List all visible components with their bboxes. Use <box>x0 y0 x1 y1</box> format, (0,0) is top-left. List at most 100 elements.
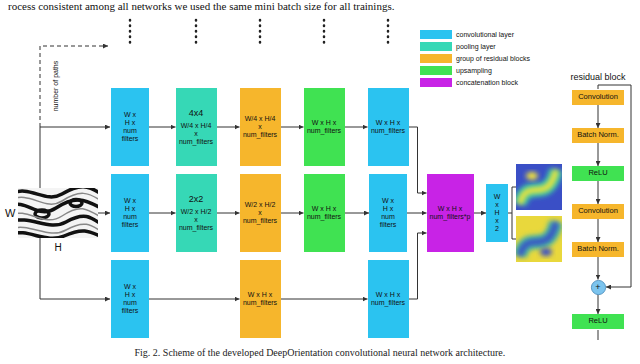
connector-arrow <box>598 295 599 315</box>
connector-arrow <box>149 213 176 214</box>
output-ground <box>516 216 562 262</box>
node-text: W x H x num filters <box>122 197 139 229</box>
output-blob <box>540 248 552 256</box>
legend-entry: upsampling <box>420 65 492 76</box>
legend-entry: concatenation block <box>420 77 518 88</box>
conv-layer-box: W x H x num_filters <box>368 88 409 166</box>
legend-text: group of residual blocks <box>456 55 530 62</box>
output-blob <box>520 222 556 256</box>
node-text: W x H x num filters <box>122 111 139 143</box>
connector-arrow <box>409 233 427 299</box>
output-lines <box>508 187 516 239</box>
node-text: W x H x num_filters*p <box>430 205 471 221</box>
connector-arrow <box>217 127 240 128</box>
connector-arrow <box>598 219 599 242</box>
legend-text: convolutional layer <box>456 31 514 38</box>
fringe <box>18 188 98 197</box>
output-blob <box>520 170 556 204</box>
conv-layer-box: W x H x num filters <box>369 174 407 252</box>
node-text: W/2 x H/2 x num_filters <box>179 208 213 232</box>
output-line <box>508 187 516 213</box>
node-text: + <box>595 283 600 292</box>
node-text: Batch Norm. <box>577 131 619 140</box>
dimension-label: H <box>55 242 62 254</box>
legend-swatch <box>420 78 452 87</box>
fringe <box>18 209 98 220</box>
connector-arrow <box>281 299 368 300</box>
node-text: W x H x num_filters <box>371 291 405 307</box>
connector-arrow <box>281 127 304 128</box>
legend-swatch <box>420 30 452 39</box>
block-output-line <box>598 330 599 340</box>
node-text: W/2 x H/2 x num_filters <box>243 201 277 225</box>
sum-circle: + <box>591 280 606 295</box>
output-blob <box>520 222 556 256</box>
axis-label: number of paths <box>52 61 60 112</box>
legend-text: concatenation block <box>456 79 518 86</box>
connector-arrow <box>149 299 240 300</box>
node-text: W x H x num_filters <box>243 291 277 307</box>
connector-arrow <box>149 127 176 128</box>
pool-size: 4x4 <box>189 108 204 118</box>
legend-swatch <box>420 66 452 75</box>
fringe <box>18 231 98 238</box>
residual-group-box: Batch Norm. <box>572 242 624 257</box>
residual-group-box: W x H x num_filters <box>240 260 281 338</box>
dots <box>387 20 390 44</box>
connector-arrow <box>345 213 370 214</box>
dots <box>259 20 262 44</box>
residual-group-box: Convolution <box>572 90 624 105</box>
upsampling-box: ReLU <box>572 166 624 181</box>
output-blob <box>520 170 556 204</box>
legend-entry: convolutional layer <box>420 29 514 40</box>
connector-arrow <box>407 213 427 214</box>
dots <box>129 20 132 44</box>
legend-swatch <box>420 54 452 63</box>
legend-entry: pooling layer <box>420 41 496 52</box>
residual-group-box: W/2 x H/2 x num_filters <box>240 174 281 252</box>
node-text: W x H x num_filters <box>371 119 405 135</box>
dimension-label: W <box>5 207 15 220</box>
node-text: W x H x num filters <box>380 197 397 229</box>
pooling-layer-box: 2x2W/2 x H/2 x num_filters <box>176 174 217 252</box>
figure-caption: Fig. 2. Scheme of the developed DeepOrie… <box>135 347 506 359</box>
node-text: W x H x num_filters <box>307 119 341 135</box>
connector-arrow <box>281 213 304 214</box>
connector-arrow <box>598 143 599 166</box>
connector-arrow <box>409 127 427 193</box>
upsampling-box: ReLU <box>572 314 624 329</box>
conv-layer-box: W x H x 2 <box>486 184 508 242</box>
connector-arrow <box>598 181 599 204</box>
residual-group-box: Batch Norm. <box>572 128 624 143</box>
more-paths-line <box>40 46 108 127</box>
fringes <box>18 188 98 238</box>
fringe <box>70 200 82 207</box>
input-line <box>98 213 110 214</box>
output-blob <box>526 172 538 180</box>
node-text: ReLU <box>588 169 607 178</box>
conv-layer-box: W x H x num filters <box>111 174 149 252</box>
fringes-grey <box>18 193 98 233</box>
circle-shape <box>591 280 605 294</box>
output-line <box>512 213 516 239</box>
conv-layer-box: W x H x num filters <box>111 88 149 166</box>
node-text: Convolution <box>578 207 618 216</box>
node-text: W x H x num_filters <box>307 205 341 221</box>
node-text: W x H x num filters <box>122 283 139 315</box>
connector-arrow <box>474 213 487 214</box>
fringe <box>18 224 98 233</box>
upsampling-box: W x H x num_filters <box>304 174 345 252</box>
conv-layer-box: W x H x num filters <box>111 260 149 338</box>
input-line <box>40 127 110 188</box>
residual-group-box: Convolution <box>572 204 624 219</box>
legend-text: upsampling <box>456 67 492 74</box>
node-text: W x H x 2 <box>494 193 501 233</box>
upsampling-box: W x H x num_filters <box>304 88 345 166</box>
node-text: ReLU <box>588 317 607 326</box>
connector-arrow <box>598 105 599 128</box>
connector-arrow <box>217 213 240 214</box>
dots <box>195 20 198 44</box>
connector-arrow <box>345 127 368 128</box>
output-image <box>516 164 562 210</box>
